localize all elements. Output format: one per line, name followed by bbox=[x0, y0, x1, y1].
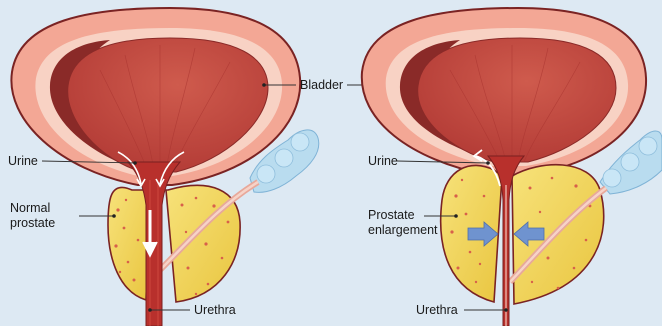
left-prostate-label-line2: prostate bbox=[10, 216, 55, 230]
right-urine-label: Urine bbox=[368, 154, 398, 168]
left-urethra-label: Urethra bbox=[194, 303, 236, 317]
right-prostate-label-line1: Prostate bbox=[368, 208, 415, 222]
right-enlarged-anatomy bbox=[362, 8, 662, 326]
left-normal-anatomy bbox=[11, 8, 318, 326]
left-prostate-label-line1: Normal bbox=[10, 201, 50, 215]
right-prostate-label-line2: enlargement bbox=[368, 223, 438, 237]
left-prostate bbox=[108, 185, 240, 302]
bladder-label: Bladder bbox=[300, 78, 343, 92]
left-urine-label: Urine bbox=[8, 154, 38, 168]
right-urethra-label: Urethra bbox=[416, 303, 458, 317]
